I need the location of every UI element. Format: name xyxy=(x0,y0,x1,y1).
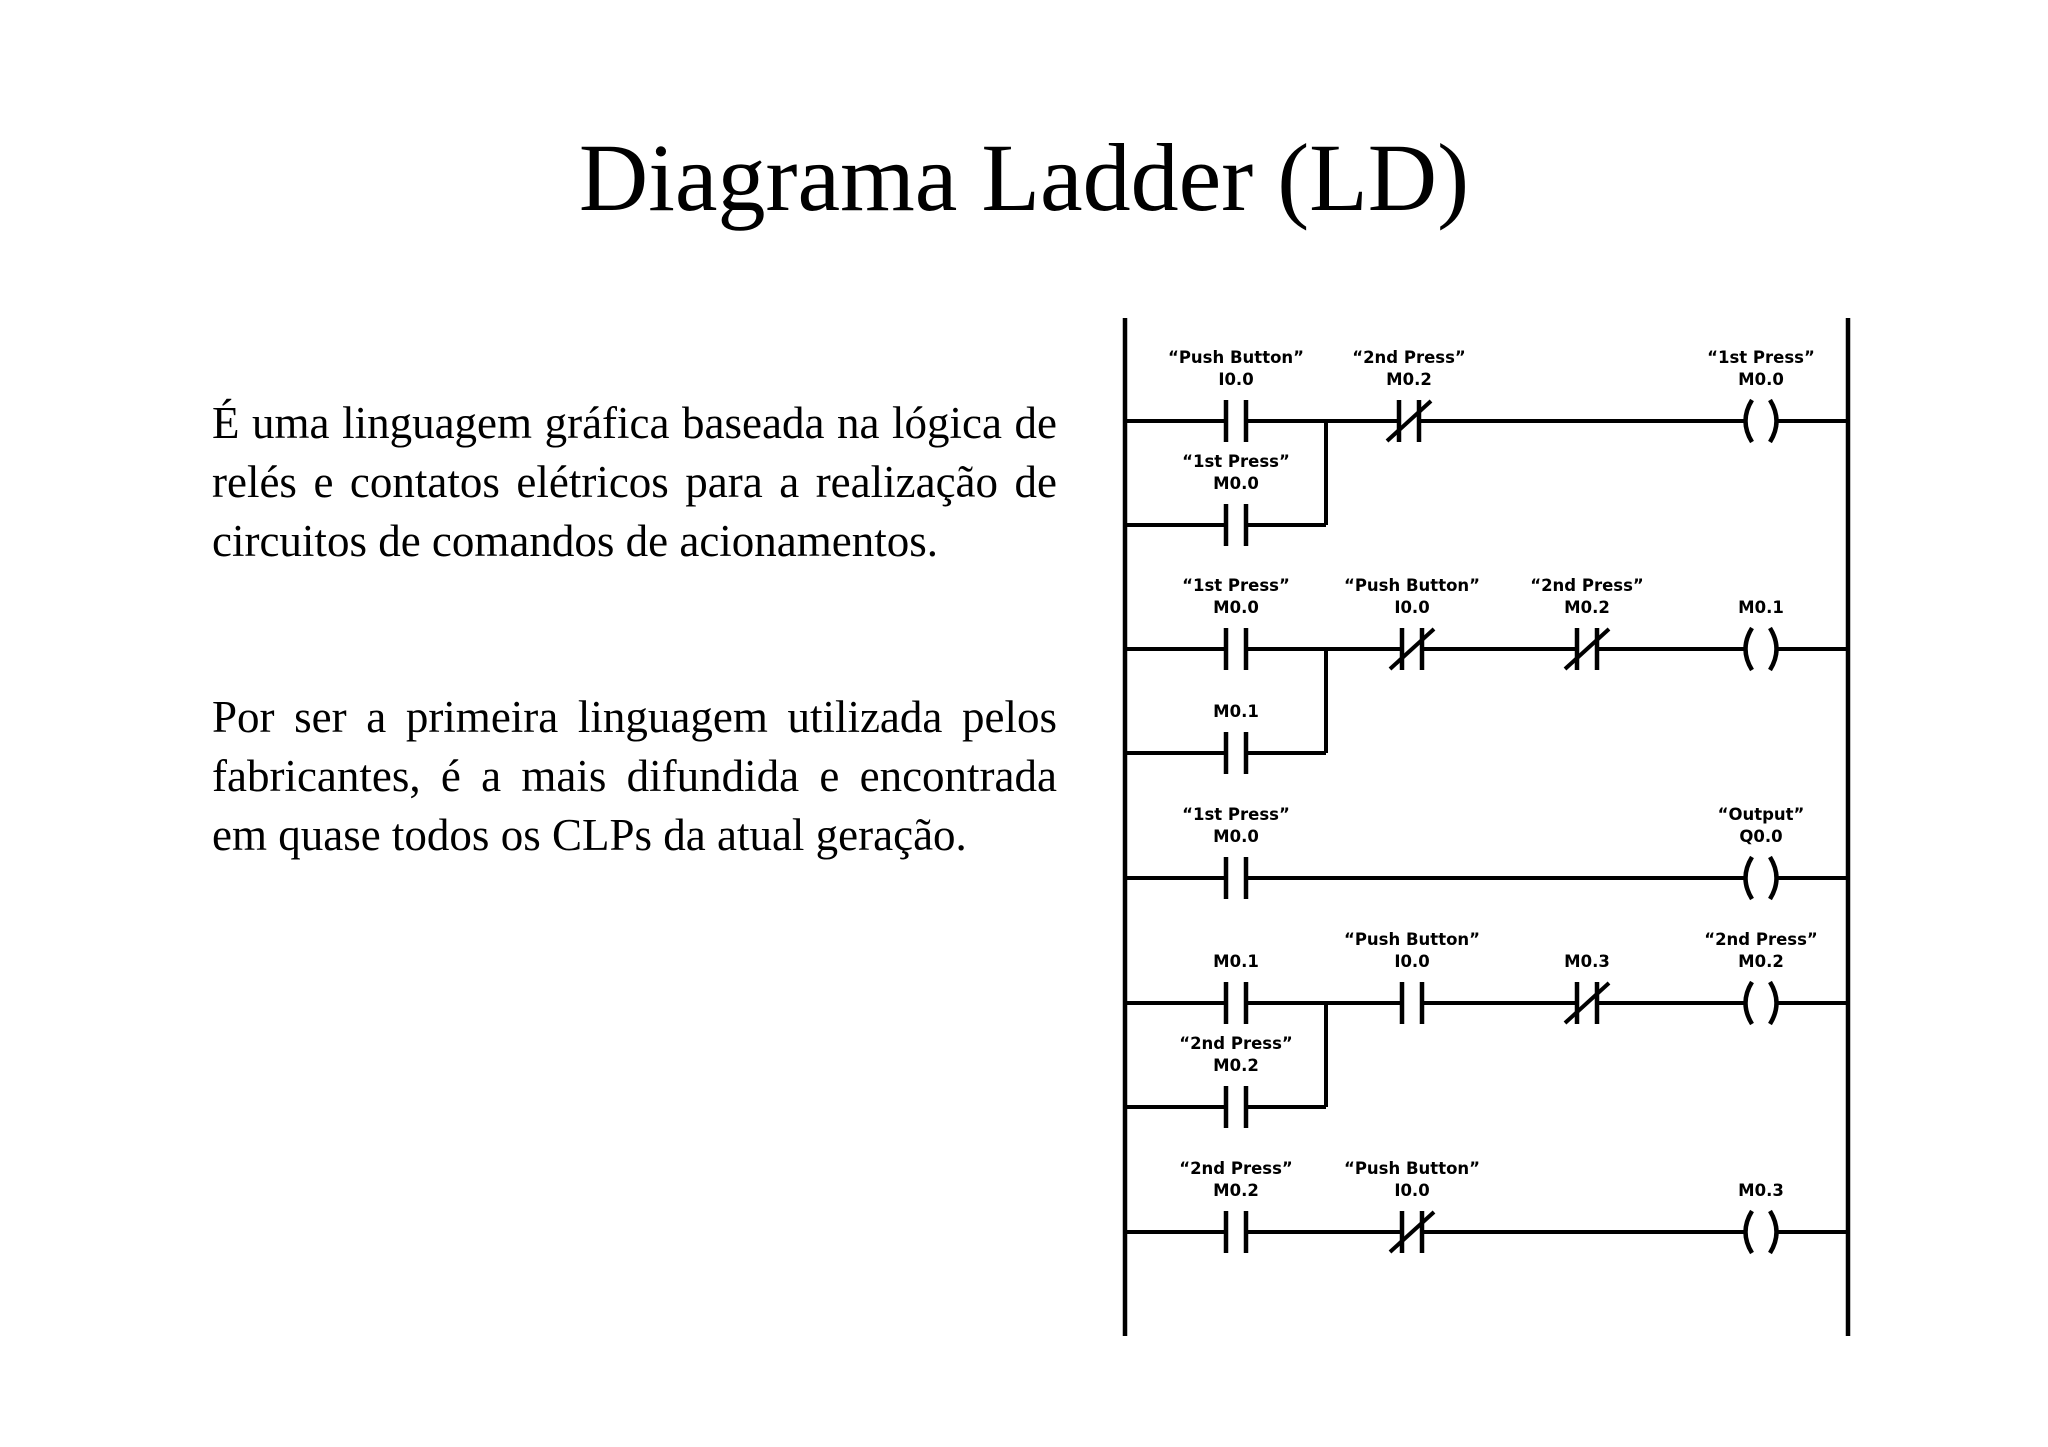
rung-4-coil-tag-label: “2nd Press” xyxy=(1704,930,1818,949)
rung-4-contact-2-tag-label: “Push Button” xyxy=(1344,930,1480,949)
contact-nc-slash xyxy=(1388,627,1436,671)
coil-right-arc xyxy=(1768,855,1779,901)
rung-1-contact-2-address-label: M0.2 xyxy=(1386,370,1432,389)
rung-2-branch-contact: M0.1 xyxy=(1213,702,1259,774)
rung-1-contact-2-tag-label: “2nd Press” xyxy=(1352,348,1466,367)
rung-5-coil-address-label: M0.3 xyxy=(1738,1181,1784,1200)
rung-1-contact-2: M0.2 “2nd Press” xyxy=(1352,348,1466,443)
rung-2-contact-1-address-label: M0.0 xyxy=(1213,598,1259,617)
rung-2-contact-2-address-label: I0.0 xyxy=(1394,598,1429,617)
rung-4-contact-2-address-label: I0.0 xyxy=(1394,952,1429,971)
coil-left-arc xyxy=(1743,626,1754,672)
rung-4-branch-contact-address-label: M0.2 xyxy=(1213,1056,1259,1075)
rung-1-contact-1-tag-label: “Push Button” xyxy=(1168,348,1304,367)
coil-right-arc xyxy=(1768,398,1779,444)
contact-nc-slash xyxy=(1385,399,1433,443)
rung-4-contact-1: M0.1 xyxy=(1213,952,1259,1024)
rung-1-branch-contact-address-label: M0.0 xyxy=(1213,474,1259,493)
coil-right-arc xyxy=(1768,1209,1779,1255)
rung-1-coil: M0.0 “1st Press” xyxy=(1707,348,1815,444)
coil-right-arc xyxy=(1768,626,1779,672)
contact-nc-slash xyxy=(1388,1210,1436,1254)
rung-4-contact-3: M0.3 xyxy=(1563,952,1611,1025)
contact-nc-slash xyxy=(1563,627,1611,671)
rung-1-contact-1: I0.0 “Push Button” xyxy=(1168,348,1304,442)
rung-2-contact-1-tag-label: “1st Press” xyxy=(1182,576,1290,595)
rung-5-contact-1: M0.2 “2nd Press” xyxy=(1179,1159,1293,1253)
rung-2-contact-2-tag-label: “Push Button” xyxy=(1344,576,1480,595)
rung-1-coil-tag-label: “1st Press” xyxy=(1707,348,1815,367)
coil-left-arc xyxy=(1743,398,1754,444)
rung-3-contact-1-tag-label: “1st Press” xyxy=(1182,805,1290,824)
coil-right-arc xyxy=(1768,980,1779,1026)
rung-5-coil: M0.3 xyxy=(1738,1181,1784,1255)
rung-5-contact-2-tag-label: “Push Button” xyxy=(1344,1159,1480,1178)
rung-4-contact-2: I0.0 “Push Button” xyxy=(1344,930,1480,1024)
rung-2-contact-2: I0.0 “Push Button” xyxy=(1344,576,1480,671)
slide-title: Diagrama Ladder (LD) xyxy=(578,124,1470,231)
rung-3-coil-address-label: Q0.0 xyxy=(1739,827,1782,846)
rung-4-contact-1-address-label: M0.1 xyxy=(1213,952,1259,971)
rung-5-contact-1-address-label: M0.2 xyxy=(1213,1181,1259,1200)
rung-4-coil: M0.2 “2nd Press” xyxy=(1704,930,1818,1026)
rung-4-contact-3-address-label: M0.3 xyxy=(1564,952,1610,971)
rung-4-branch-contact-tag-label: “2nd Press” xyxy=(1179,1034,1293,1053)
rung-3-contact-1: M0.0 “1st Press” xyxy=(1182,805,1290,899)
rung-5-contact-2: I0.0 “Push Button” xyxy=(1344,1159,1480,1254)
rung-1-coil-address-label: M0.0 xyxy=(1738,370,1784,389)
contact-nc-slash xyxy=(1563,981,1611,1025)
rung-5-contact-1-tag-label: “2nd Press” xyxy=(1179,1159,1293,1178)
rung-3-coil: Q0.0 “Output” xyxy=(1718,805,1805,901)
rung-4-branch-contact: M0.2 “2nd Press” xyxy=(1179,1034,1293,1128)
paragraph-usage: Por ser a primeira linguagem utilizada p… xyxy=(212,692,1057,860)
rung-3-coil-tag-label: “Output” xyxy=(1718,805,1805,824)
rung-2-contact-1: M0.0 “1st Press” xyxy=(1182,576,1290,670)
coil-left-arc xyxy=(1743,980,1754,1026)
rung-2-contact-3-tag-label: “2nd Press” xyxy=(1530,576,1644,595)
rung-2-coil: M0.1 xyxy=(1738,598,1784,672)
rung-1-branch-contact: M0.0 “1st Press” xyxy=(1182,452,1290,546)
rung-3-contact-1-address-label: M0.0 xyxy=(1213,827,1259,846)
rung-2-contact-3: M0.2 “2nd Press” xyxy=(1530,576,1644,671)
rung-1-branch-contact-tag-label: “1st Press” xyxy=(1182,452,1290,471)
coil-left-arc xyxy=(1743,1209,1754,1255)
rung-2-branch-contact-address-label: M0.1 xyxy=(1213,702,1259,721)
rung-2-coil-address-label: M0.1 xyxy=(1738,598,1784,617)
rung-2-contact-3-address-label: M0.2 xyxy=(1564,598,1610,617)
rung-5-contact-2-address-label: I0.0 xyxy=(1394,1181,1429,1200)
paragraph-definition: É uma linguagem gráfica baseada na lógic… xyxy=(212,398,1057,566)
coil-left-arc xyxy=(1743,855,1754,901)
rung-4-coil-address-label: M0.2 xyxy=(1738,952,1784,971)
rung-1-contact-1-address-label: I0.0 xyxy=(1218,370,1253,389)
